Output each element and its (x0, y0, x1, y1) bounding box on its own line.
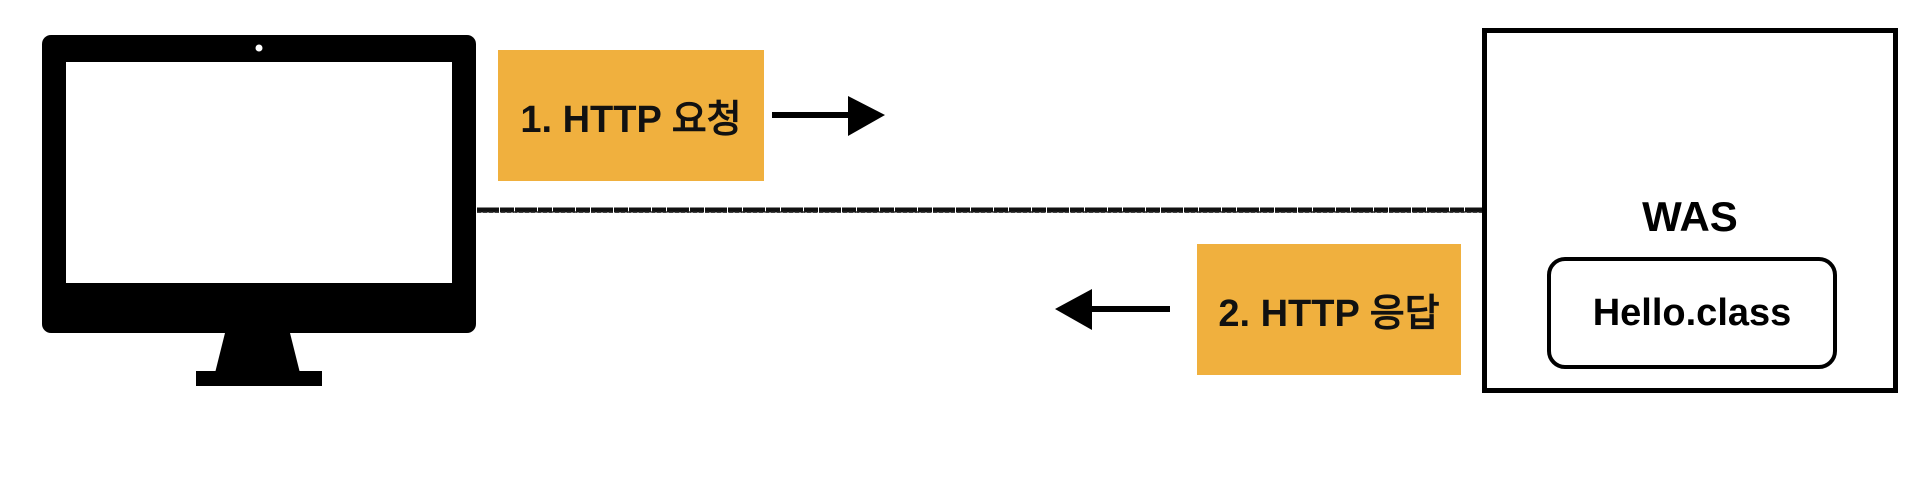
server-title: WAS (1642, 193, 1738, 240)
response-label-background (1197, 244, 1461, 375)
request-arrow-icon (772, 96, 885, 136)
request-label: 1. HTTP 요청 (520, 99, 742, 141)
server-box: WAS Hello.class (1482, 28, 1898, 393)
class-component-box: Hello.class (1547, 257, 1837, 369)
monitor-icon (42, 35, 476, 386)
response-label: 2. HTTP 응답 (1218, 293, 1440, 335)
response-arrow-icon (1055, 289, 1170, 330)
request-label-background (498, 50, 764, 181)
